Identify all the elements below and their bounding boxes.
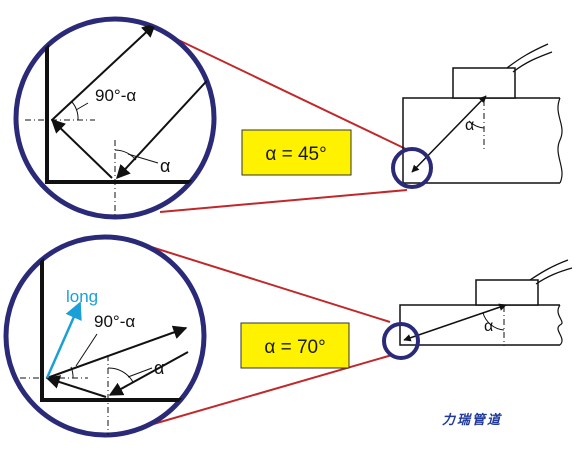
bottom-zoom-circle (3, 234, 207, 438)
bottom-probe-cable (529, 259, 569, 281)
bottom-zoom-content (20, 248, 190, 435)
top-probe-arc (468, 120, 485, 129)
bottom-test-block (399, 304, 560, 346)
top-angle-badge-text: α = 45° (265, 144, 326, 165)
top-connector-lower (159, 189, 408, 213)
bottom-angle-arc (70, 366, 74, 379)
bottom-reflect-ray-1 (45, 375, 107, 398)
bottom-reflect-ray-2 (46, 325, 188, 379)
top-reflect-ray-2 (51, 23, 157, 121)
top-incident-ray (116, 71, 214, 180)
top-probe-cable (506, 43, 549, 69)
bottom-angle-pointer (75, 333, 98, 367)
bottom-connector-upper (144, 244, 391, 323)
bottom-corner-walls (40, 248, 190, 402)
bottom-long-ray (45, 301, 82, 379)
top-alpha-arc (114, 149, 137, 161)
bottom-probe (475, 279, 539, 306)
bottom-angle-badge-text: α = 70° (264, 337, 325, 358)
top-zoom-circle (13, 16, 217, 220)
top-block-break (557, 97, 563, 184)
top-angle-pointer (75, 102, 89, 111)
top-alpha-label: α (160, 156, 170, 176)
top-zoom-content (25, 22, 214, 215)
top-angle-arc (71, 101, 79, 121)
top-angle-label: 90°-α (95, 86, 136, 105)
bottom-angle-label: 90°-α (94, 312, 135, 331)
bottom-alpha-pointer (127, 367, 153, 378)
bottom-probe-alpha-label: α (484, 318, 493, 335)
bottom-block-break (557, 304, 563, 346)
bottom-long-label: long (66, 287, 98, 306)
top-connector-upper (144, 23, 409, 151)
top-probe-beam (411, 95, 487, 173)
top-corner-walls (45, 22, 200, 184)
bottom-alpha-label: α (154, 358, 164, 378)
bottom-angle-badge (240, 322, 350, 369)
top-alpha-pointer (127, 153, 159, 164)
top-probe (452, 67, 516, 99)
bottom-detail-circle (382, 322, 420, 360)
top-reflect-ray-1 (50, 119, 113, 179)
bottom-incident-ray (108, 351, 189, 396)
bottom-probe-arc (482, 312, 505, 331)
top-diagram: 90°-α α α = 45° α (13, 16, 563, 220)
top-probe-alpha-label: α (465, 117, 474, 134)
top-probe-cable-2 (512, 51, 553, 73)
top-angle-badge (241, 129, 352, 176)
bottom-alpha-arc (107, 367, 134, 383)
bottom-probe-beam (403, 303, 507, 342)
watermark: 力瑞管道 (442, 412, 502, 428)
bottom-probe-cable-2 (535, 267, 573, 285)
top-detail-circle (391, 147, 433, 189)
bottom-connector-lower (149, 354, 393, 426)
top-test-block (402, 97, 560, 184)
bottom-diagram: long 90°-α α α = 70° α (3, 234, 573, 438)
